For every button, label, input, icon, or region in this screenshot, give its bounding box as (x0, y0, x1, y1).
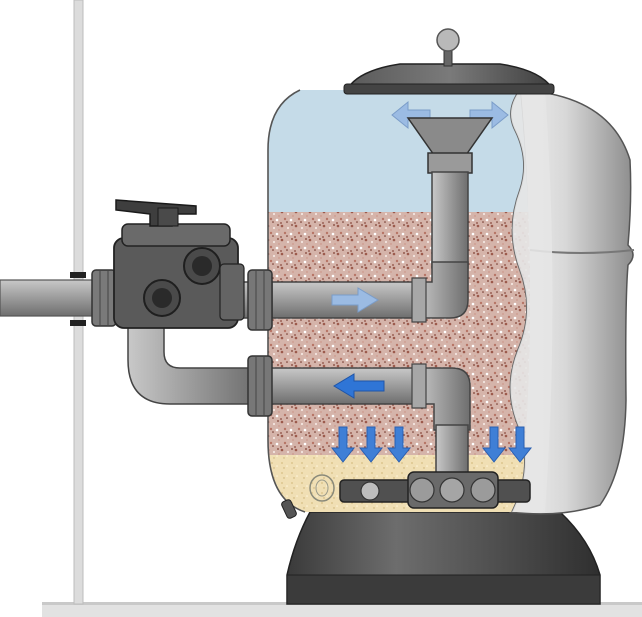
filter-base-ring (286, 574, 601, 605)
flow-arrow-icon (481, 426, 507, 463)
multiport-valve-icon (113, 199, 245, 329)
valve-handle-stem (157, 207, 179, 227)
downflow-arrows (330, 426, 533, 463)
tank-lower-union (247, 355, 273, 417)
collector-cap (439, 477, 465, 503)
flow-arrow-icon (333, 373, 385, 399)
supply-pipe (0, 279, 101, 317)
valve-return-bend (127, 317, 257, 405)
wall-clamp (70, 272, 86, 278)
valve-handle (115, 199, 197, 227)
inlet-riser-pipe (431, 171, 469, 269)
flow-arrow-icon (386, 426, 412, 463)
floor (42, 604, 642, 617)
tank-lid-rim (343, 83, 555, 95)
flow-arrow-icon (331, 287, 379, 313)
drain-plug (281, 499, 297, 519)
lateral-end-cap (360, 481, 380, 501)
wall-clamp (70, 320, 86, 326)
collector-cap (409, 477, 435, 503)
flow-arrow-icon (507, 426, 533, 463)
return-elbow (415, 367, 471, 431)
pressure-gauge-icon (436, 28, 460, 52)
valve-top (121, 223, 231, 247)
tank-upper-union (247, 269, 273, 331)
gravel-layer (268, 212, 530, 460)
inlet-socket (411, 277, 427, 323)
funnel-collar (427, 152, 473, 174)
flow-arrow-icon (358, 426, 384, 463)
water-layer (268, 90, 530, 215)
valve-port-inner (152, 288, 172, 308)
tank-lid (346, 63, 554, 89)
valve-side-boss (219, 263, 245, 321)
flow-arrow-icon (330, 426, 356, 463)
valve-port-inner (192, 256, 212, 276)
collector-riser (435, 424, 469, 481)
collector-cap (470, 477, 496, 503)
return-socket (411, 363, 427, 409)
drain-opening (309, 474, 335, 502)
supply-union (91, 269, 117, 327)
tank-wave-shadow (510, 90, 553, 512)
drain-opening-inner (315, 479, 329, 497)
